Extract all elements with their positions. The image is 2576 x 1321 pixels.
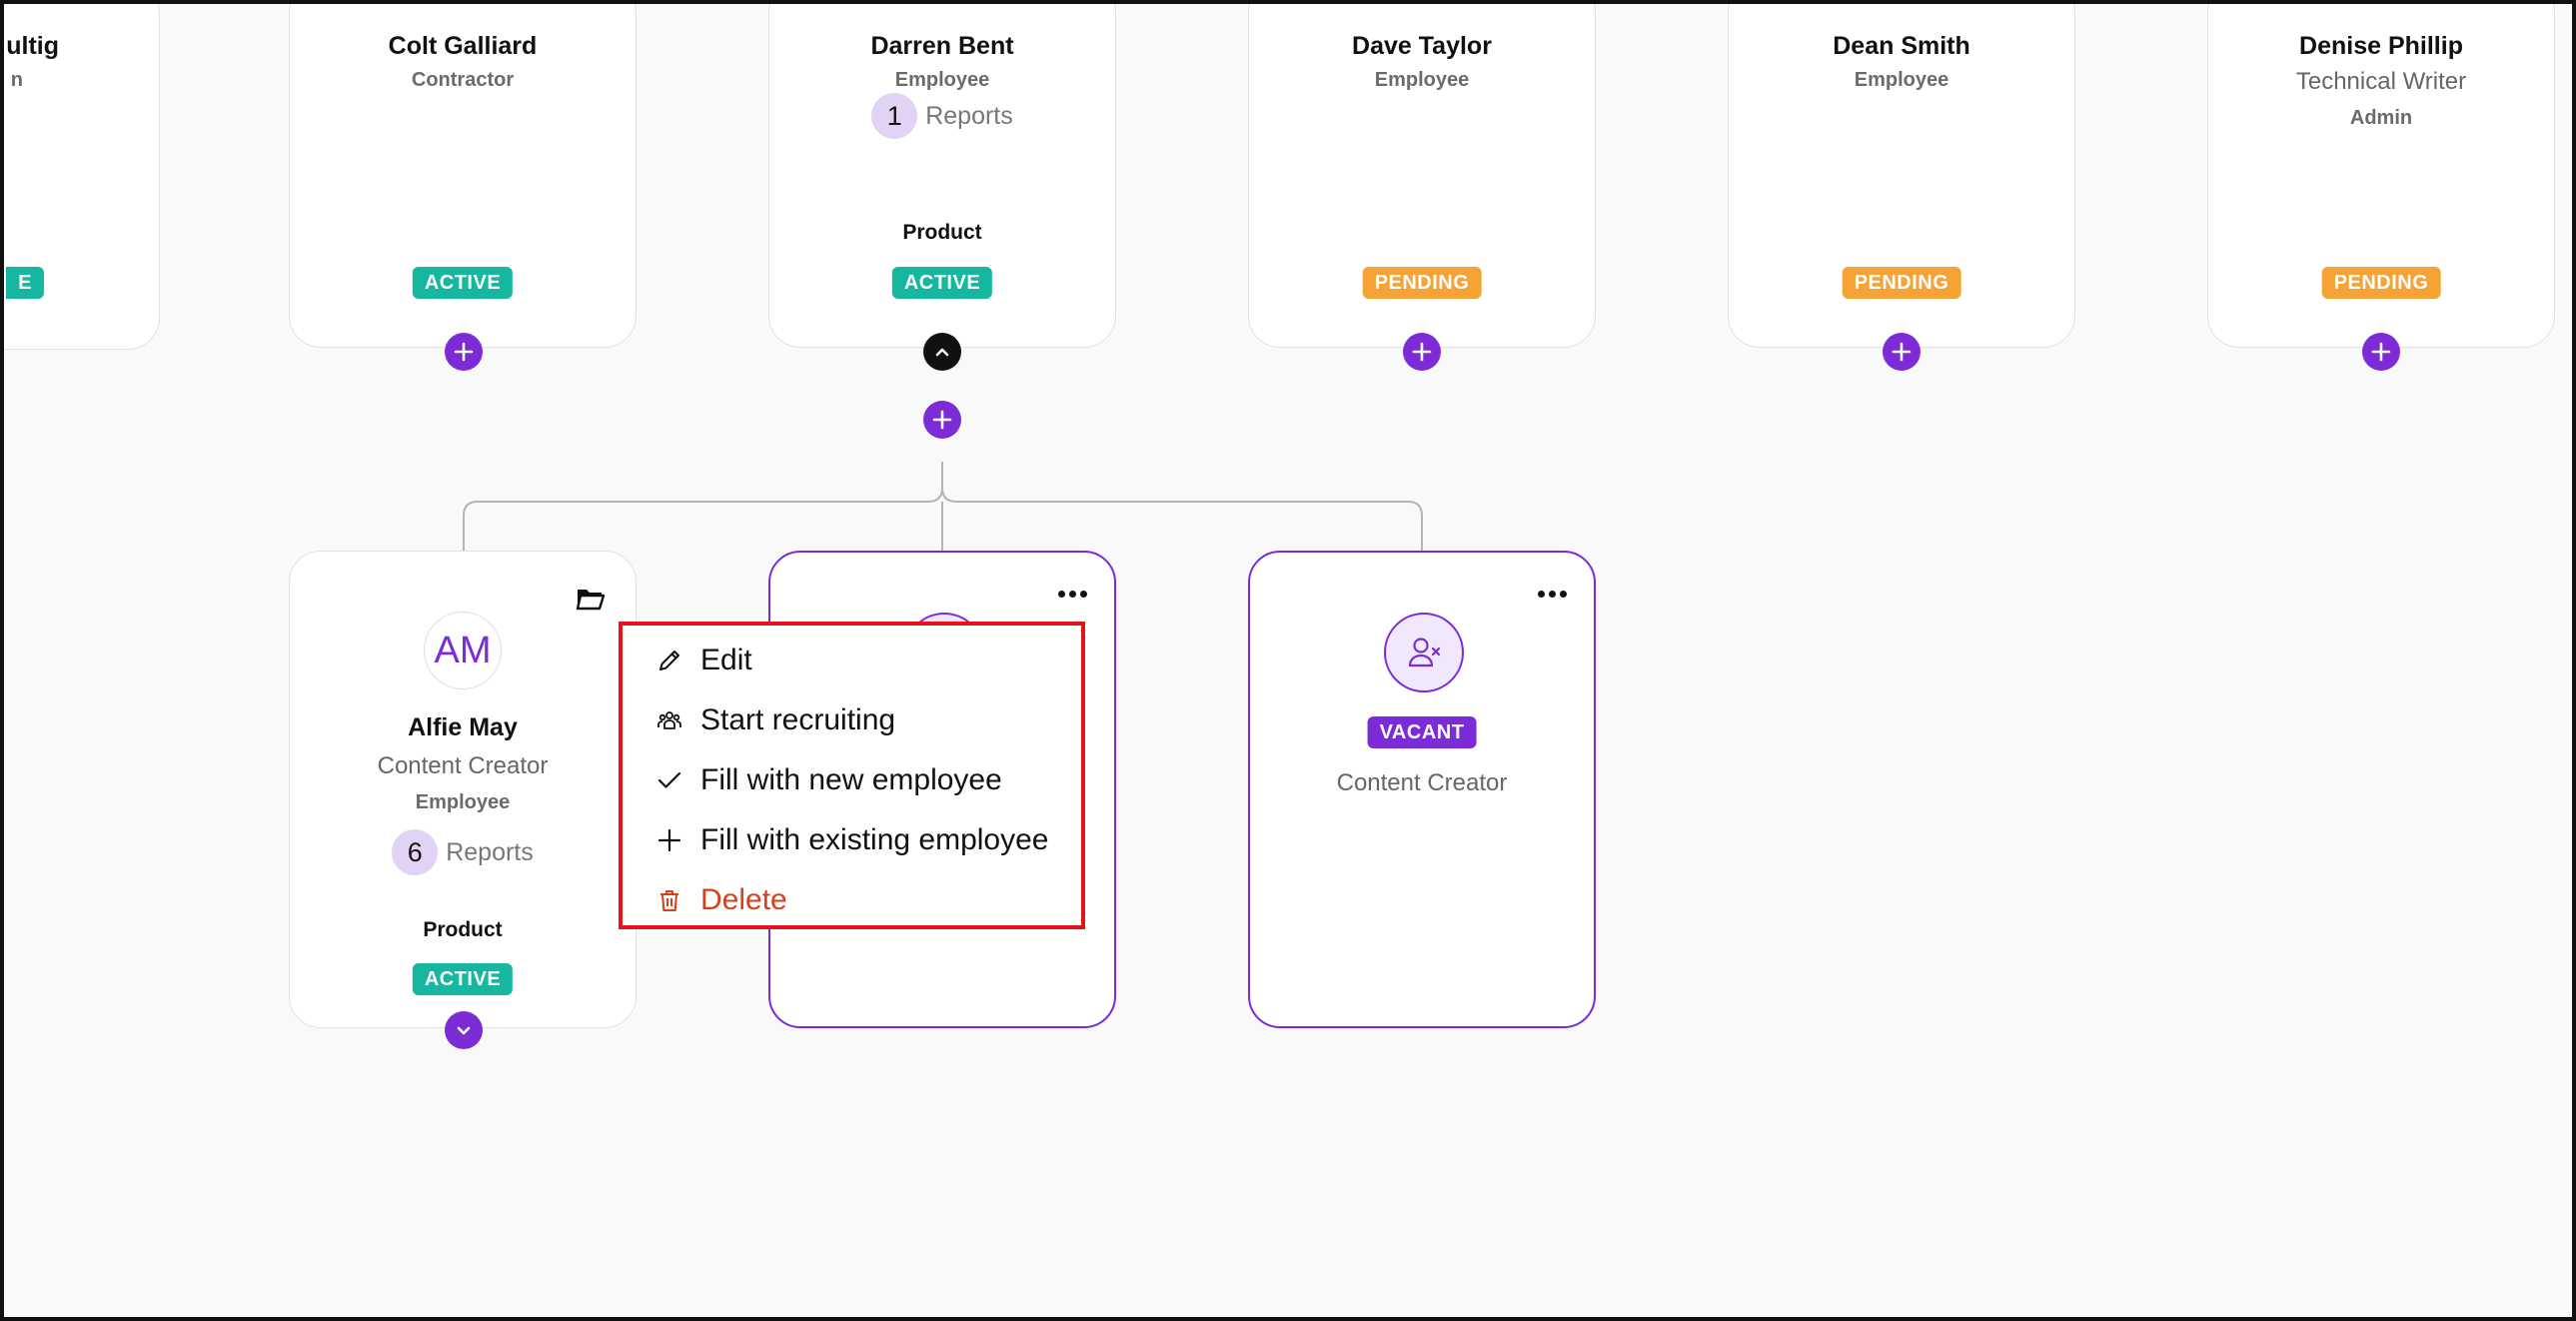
reports-count: 6 [392, 829, 439, 875]
status-badge: PENDING [1842, 267, 1961, 299]
status-badge: VACANT [1367, 716, 1477, 748]
add-report-button[interactable] [1883, 333, 1921, 371]
vacant-user-icon [1384, 613, 1464, 692]
org-card-partial[interactable]: ultig n E [0, 0, 160, 350]
employee-name: Denise Phillip [2299, 32, 2463, 60]
org-card-colt-galliard[interactable]: Colt Galliard Contractor ACTIVE [289, 0, 637, 348]
department-label: Product [423, 918, 503, 941]
status-badge: ACTIVE [891, 267, 993, 299]
position-role: Content Creator [1336, 769, 1508, 796]
add-report-button[interactable] [2362, 333, 2400, 371]
status-badge: ACTIVE [412, 267, 514, 299]
chevron-down-icon [457, 1026, 471, 1035]
employee-name: Alfie May [408, 713, 518, 741]
context-menu: Edit Start recruiting Fill with new empl… [619, 622, 1085, 929]
employee-name: ultig [6, 32, 59, 60]
status-badge: PENDING [2321, 267, 2441, 299]
employee-name: Colt Galliard [388, 32, 538, 60]
employee-type: Contractor [411, 69, 515, 91]
menu-item-delete[interactable]: Delete [656, 883, 787, 917]
org-card-alfie-may[interactable]: AM Alfie May Content Creator Employee 6 … [289, 551, 637, 1028]
org-card-dean-smith[interactable]: Dean Smith Employee PENDING [1728, 0, 2075, 348]
chevron-up-icon [935, 348, 949, 357]
menu-item-label: Fill with new employee [700, 763, 1002, 796]
employee-type: Employee [1854, 69, 1949, 91]
menu-item-edit[interactable]: Edit [656, 644, 752, 677]
reports-label: Reports [446, 837, 534, 866]
folder-icon[interactable] [576, 586, 606, 612]
status-badge: E [6, 267, 44, 299]
check-icon [657, 771, 681, 788]
employee-type: n [10, 69, 23, 91]
menu-item-label: Delete [700, 883, 787, 916]
add-report-button[interactable] [445, 333, 483, 371]
employee-type: Admin [2349, 107, 2413, 129]
expand-reports-button[interactable] [445, 1011, 483, 1049]
status-badge: ACTIVE [412, 963, 514, 995]
plus-icon [1412, 342, 1432, 362]
menu-item-label: Edit [700, 644, 752, 676]
trash-icon [660, 890, 678, 911]
org-card-dave-taylor[interactable]: Dave Taylor Employee PENDING [1248, 0, 1596, 348]
plus-icon [2371, 342, 2391, 362]
group-icon [657, 711, 681, 729]
menu-item-label: Fill with existing employee [700, 823, 1049, 856]
menu-item-label: Start recruiting [700, 703, 896, 736]
org-card-vacant-content-creator[interactable]: VACANT Content Creator [1248, 551, 1596, 1028]
org-card-denise-phillip[interactable]: Denise Phillip Technical Writer Admin PE… [2207, 0, 2555, 348]
employee-role: Content Creator [377, 752, 549, 779]
status-badge: PENDING [1362, 267, 1482, 299]
reports-label: Reports [925, 101, 1013, 130]
menu-item-start-recruiting[interactable]: Start recruiting [656, 703, 895, 737]
reports-count: 1 [871, 93, 918, 139]
plus-icon [454, 342, 474, 362]
collapse-reports-button[interactable] [923, 333, 961, 371]
employee-role: Technical Writer [2295, 68, 2467, 95]
menu-item-fill-existing-employee[interactable]: Fill with existing employee [656, 823, 1048, 857]
employee-name: Dave Taylor [1352, 32, 1492, 60]
org-card-darren-bent[interactable]: Darren Bent Employee 1 Reports Product A… [768, 0, 1116, 348]
add-report-button[interactable] [1403, 333, 1441, 371]
more-options-icon[interactable] [1058, 591, 1087, 598]
more-options-icon[interactable] [1538, 591, 1567, 598]
plus-icon [657, 828, 681, 852]
add-report-button[interactable] [923, 401, 961, 439]
employee-type: Employee [415, 791, 511, 813]
plus-icon [1892, 342, 1912, 362]
menu-item-fill-new-employee[interactable]: Fill with new employee [656, 763, 1002, 797]
employee-type: Employee [1374, 69, 1470, 91]
reports-counter[interactable]: 1 Reports [769, 93, 1115, 139]
plus-icon [932, 410, 952, 430]
employee-name: Darren Bent [870, 32, 1014, 60]
employee-type: Employee [894, 69, 990, 91]
avatar: AM [424, 612, 502, 689]
pencil-icon [659, 651, 679, 670]
department-label: Product [902, 221, 982, 244]
reports-counter[interactable]: 6 Reports [290, 829, 636, 875]
employee-name: Dean Smith [1833, 32, 1970, 60]
